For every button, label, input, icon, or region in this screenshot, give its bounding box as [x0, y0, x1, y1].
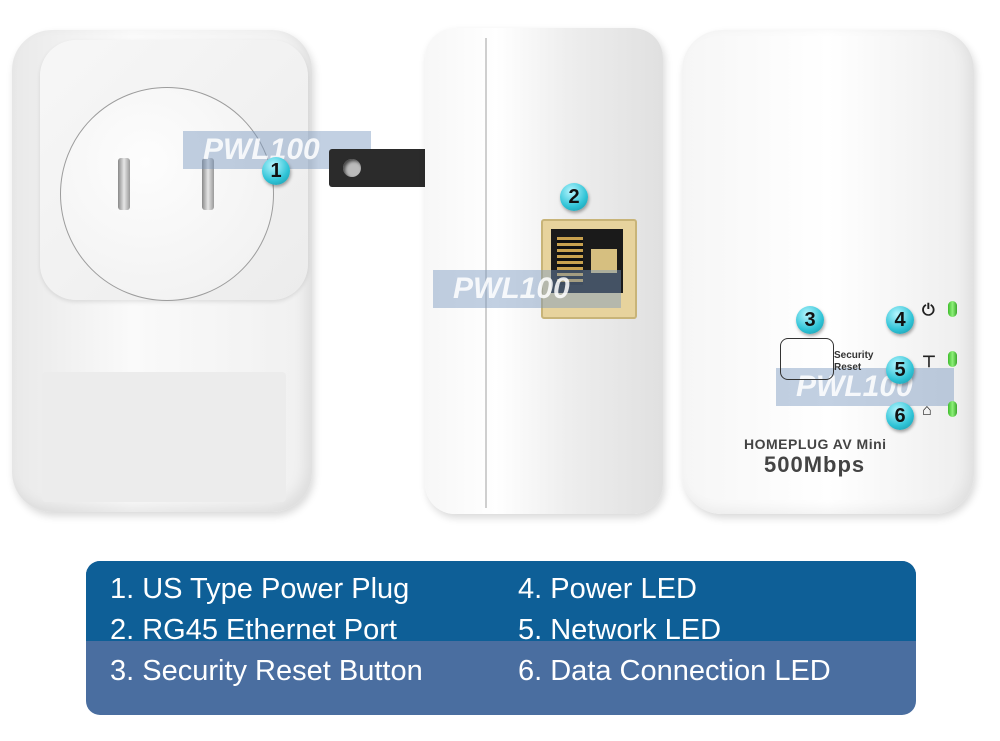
adapter-back-view [12, 30, 312, 512]
port-pins [557, 237, 583, 285]
reset-label-line1: Security [834, 350, 874, 361]
brand-line-2: 500Mbps [764, 452, 866, 477]
callout-3: 3 [796, 306, 824, 334]
legend-panel: 1. US Type Power Plug 2. RG45 Ethernet P… [86, 561, 916, 715]
blade-hole [343, 159, 361, 177]
legend-top-band [86, 561, 916, 641]
callout-5: 5 [886, 356, 914, 384]
network-led [948, 351, 957, 367]
product-label-area [42, 372, 286, 502]
plug-socket-circle [60, 87, 274, 301]
legend-item-1: 1. US Type Power Plug [110, 573, 410, 605]
adapter-front-view [682, 30, 974, 514]
home-icon: ⌂ [922, 402, 932, 419]
callout-2: 2 [560, 183, 588, 211]
data-led [948, 401, 957, 417]
legend-item-6: 6. Data Connection LED [518, 655, 831, 687]
callout-6: 6 [886, 402, 914, 430]
network-icon: ⊤ [922, 354, 936, 371]
security-reset-button [780, 338, 834, 380]
brand-line-1: HOMEPLUG AV Mini [744, 436, 887, 452]
legend-item-5: 5. Network LED [518, 614, 722, 646]
security-reset-label: Security Reset [834, 350, 873, 374]
port-opening [551, 229, 623, 293]
legend-item-4: 4. Power LED [518, 573, 697, 605]
watermark: PWL100 [433, 270, 621, 308]
plug-blade-side [329, 149, 429, 187]
legend-item-3: 3. Security Reset Button [110, 655, 423, 687]
callout-4: 4 [886, 306, 914, 334]
callout-1: 1 [262, 157, 290, 185]
plug-prong-left [118, 158, 130, 210]
case-seam [485, 38, 487, 508]
watermark: PWL100 [776, 368, 954, 406]
port-tab [591, 249, 617, 273]
reset-label-line2: Reset [834, 362, 862, 373]
power-icon: ⏻ [922, 302, 935, 319]
power-led [948, 301, 957, 317]
rj45-port [541, 219, 637, 319]
plug-prong-right [202, 158, 214, 210]
legend-item-2: 2. RG45 Ethernet Port [110, 614, 397, 646]
